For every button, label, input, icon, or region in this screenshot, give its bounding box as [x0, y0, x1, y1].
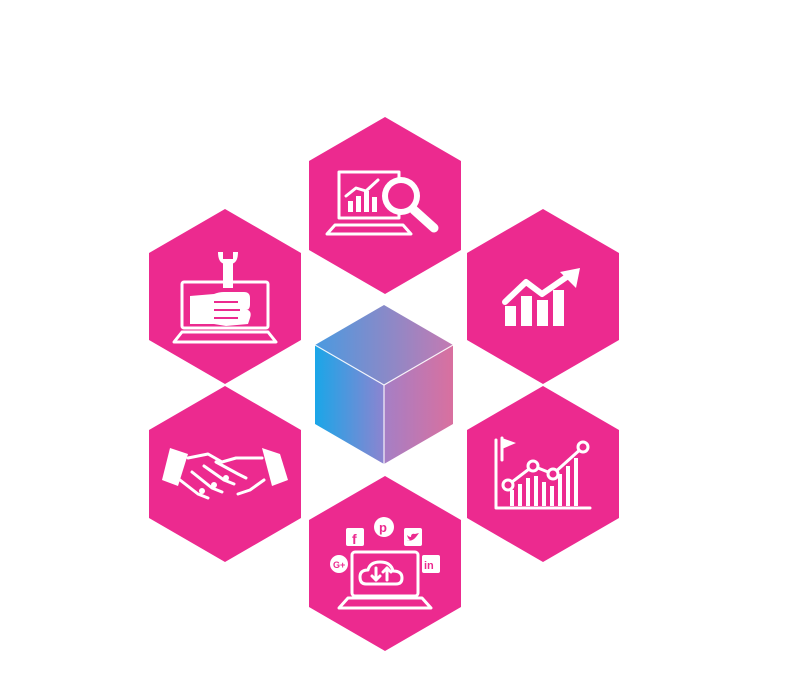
svg-text:in: in	[424, 560, 434, 572]
cube-right-face	[384, 345, 453, 464]
svg-text:p: p	[379, 520, 387, 535]
laptop-analytics-search-icon	[325, 170, 439, 236]
hexagon-lower-left-shape	[149, 386, 301, 562]
hexagon-upper-left	[149, 209, 301, 384]
social-media-cloud-laptop-icon: f p G+ in	[330, 517, 440, 610]
growth-bar-chart-arrow-icon	[502, 268, 580, 326]
svg-text:G+: G+	[333, 560, 345, 570]
hexagon-top	[309, 117, 461, 294]
pinterest-icon: p	[374, 517, 394, 537]
facebook-icon: f	[346, 528, 364, 547]
hexagon-bottom: f p G+ in	[309, 476, 461, 651]
twitter-icon	[404, 528, 422, 546]
linkedin-icon: in	[422, 555, 440, 573]
laptop-wrench-maintenance-icon	[172, 252, 278, 344]
hexagon-lower-right	[467, 386, 619, 562]
hexagon-upper-right	[467, 209, 619, 384]
google-plus-icon: G+	[330, 555, 348, 573]
hexagon-lower-left	[149, 386, 301, 562]
cube-left-face	[315, 345, 384, 464]
hexagon-lower-right-shape	[467, 386, 619, 562]
flag-line-chart-icon	[494, 436, 592, 510]
handshake-icon	[162, 448, 288, 500]
svg-text:f: f	[352, 531, 357, 547]
cube-icon	[314, 305, 454, 464]
